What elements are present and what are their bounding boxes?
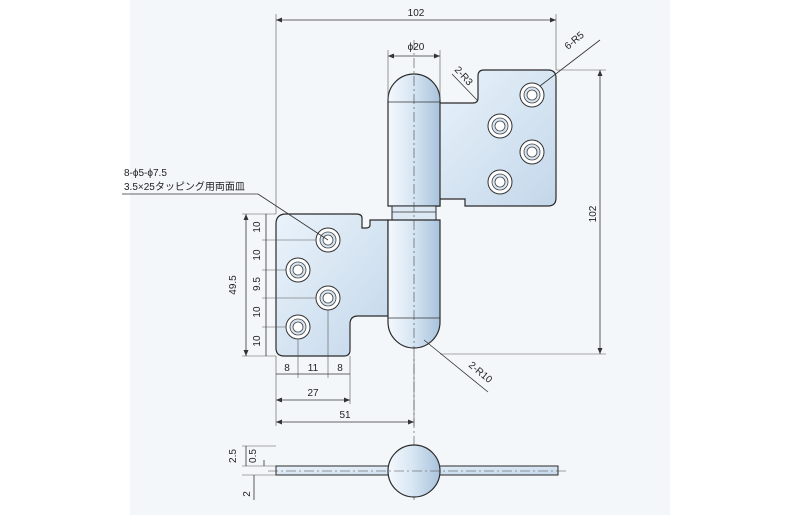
h-27-label: 27 (307, 388, 319, 399)
v-9-5-label: 9.5 (252, 277, 263, 291)
side-2-label: 2 (242, 491, 253, 497)
h-8-b-label: 8 (337, 363, 343, 374)
pin-diameter-label: ϕ20 (408, 42, 425, 53)
upper-leaf (387, 69, 557, 207)
v-10-a-label: 10 (252, 221, 263, 233)
overall-height-label: 102 (588, 205, 599, 222)
lower-hole-2 (285, 257, 311, 283)
overall-width-label: 102 (408, 8, 425, 19)
side-2-5-label: 2.5 (228, 449, 239, 463)
v-10-b-label: 10 (252, 249, 263, 261)
v-10-c-label: 10 (252, 306, 263, 318)
side-view: 2.5 0.5 2 (228, 444, 568, 500)
h-51-label: 51 (339, 410, 351, 421)
dim-hole-spec: 8-ϕ5-ϕ7.5 3.5×25タッピング用両面皿 (122, 168, 329, 241)
side-0-5-label: 0.5 (248, 449, 259, 463)
h-8-a-label: 8 (284, 363, 290, 374)
lower-hole-4 (285, 314, 311, 340)
upper-hole-3 (519, 139, 545, 165)
dim-horizontal-chain: 8 11 8 27 51 (275, 310, 415, 426)
dim-pin-diameter: ϕ20 (387, 42, 441, 100)
hole-spec-line1: 8-ϕ5-ϕ7.5 (124, 168, 167, 179)
h-11-label: 11 (308, 363, 319, 374)
lower-leaf (275, 213, 441, 357)
vertical-span-label: 49.5 (228, 275, 239, 295)
dim-overall-height: 102 (440, 69, 606, 355)
dim-overall-width: 102 (275, 8, 557, 214)
lower-hole-3 (315, 285, 341, 311)
upper-hole-1 (519, 82, 545, 108)
upper-hole-2 (487, 113, 513, 139)
upper-hole-4 (487, 169, 513, 195)
hole-spec-line2: 3.5×25タッピング用両面皿 (124, 180, 245, 193)
v-10-d-label: 10 (252, 335, 263, 347)
dim-vertical-chain: 49.5 10 10 9.5 10 10 (228, 213, 316, 357)
